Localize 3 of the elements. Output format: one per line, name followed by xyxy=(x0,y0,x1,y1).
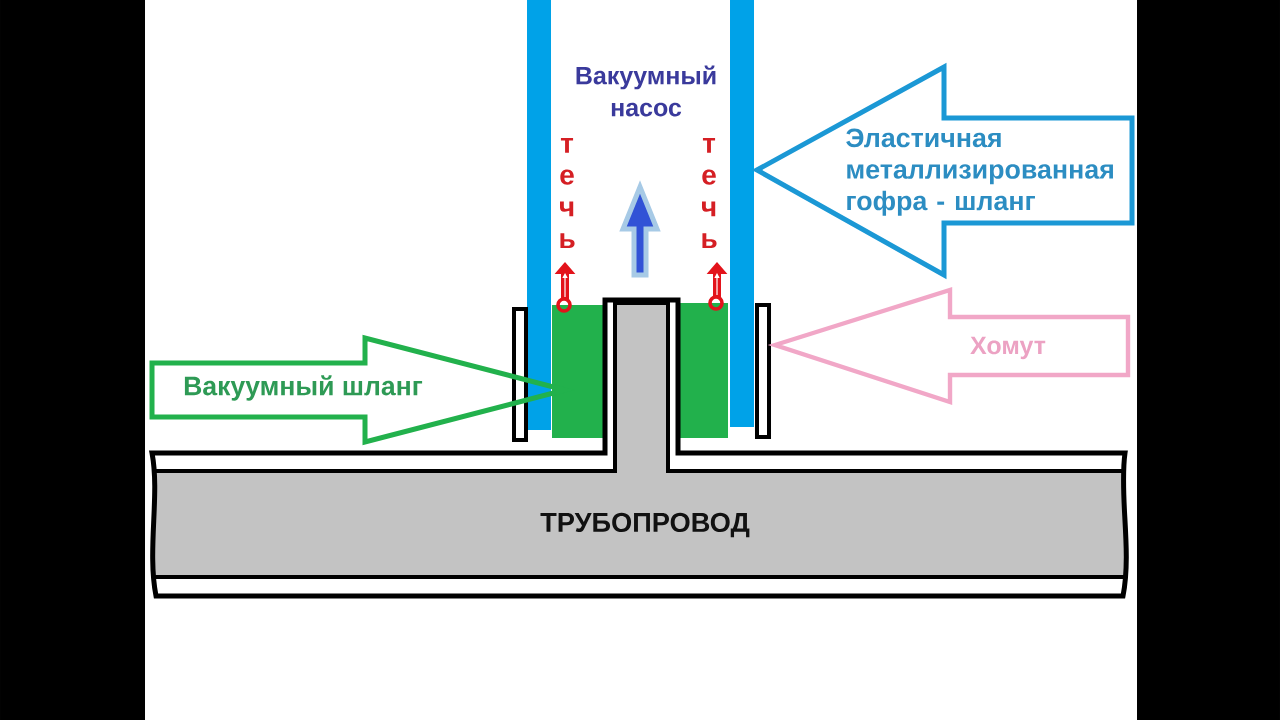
text-label: Вакуумный насос xyxy=(576,65,716,117)
vertical-label: течь xyxy=(560,137,575,249)
vertical-label: течь xyxy=(702,137,717,249)
